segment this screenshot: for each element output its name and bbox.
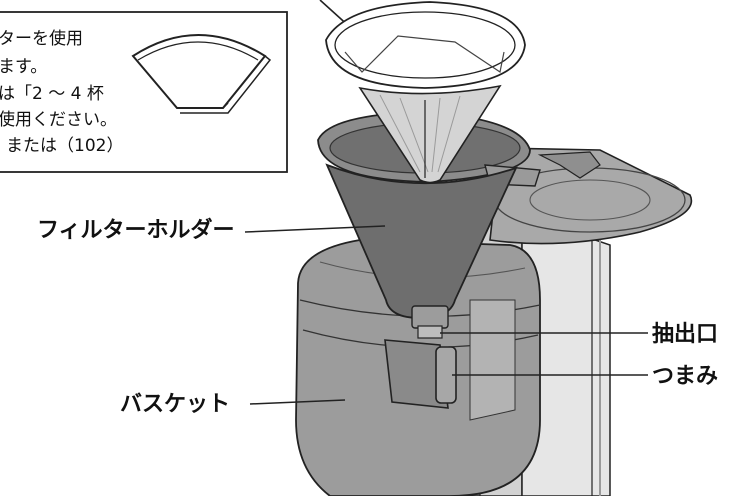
- label-basket: バスケット: [120, 392, 230, 417]
- label-knob-group: つまみ: [452, 364, 718, 389]
- paper-filter-illustration: [131, 34, 272, 114]
- mesh-filter: [325, 1, 526, 184]
- filter-paper-note-box: ターを使用 ます。 は「2 ～ 4 杯 使用ください。 または（102）: [0, 11, 288, 173]
- label-filter-holder-group: フィルターホルダー: [37, 217, 386, 243]
- basket-knob: [384, 339, 457, 409]
- note-line-3: は「2 ～ 4 杯: [0, 84, 104, 104]
- note-line-2: ます。: [0, 57, 47, 77]
- label-outlet-group: 抽出口: [440, 322, 718, 347]
- label-basket-group: バスケット: [120, 392, 346, 417]
- label-filter-holder: フィルターホルダー: [37, 217, 235, 243]
- label-outlet: 抽出口: [652, 322, 718, 347]
- note-line-1: ターを使用: [0, 28, 83, 49]
- note-line-4: 使用ください。: [0, 109, 117, 130]
- label-knob: つまみ: [652, 364, 718, 389]
- note-line-5: または（102）: [6, 136, 123, 156]
